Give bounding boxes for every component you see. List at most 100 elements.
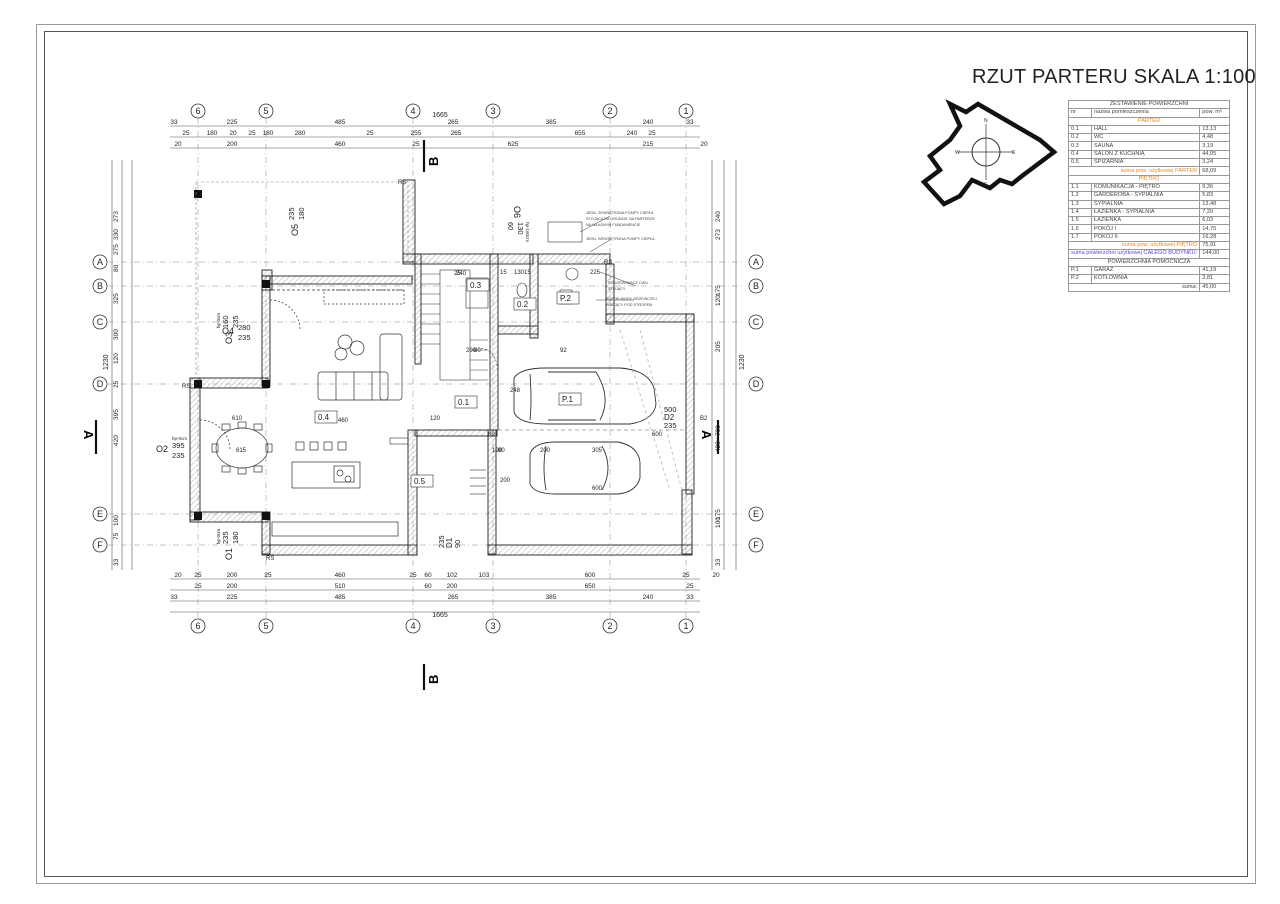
wall: [605, 313, 695, 323]
bottom-dim-1: 20: [712, 572, 720, 579]
top-dim-2: 655: [575, 130, 586, 137]
section-b-bottom: B: [426, 675, 441, 684]
window-label: O4: [222, 326, 234, 336]
bottom-dim-1: 200: [227, 572, 238, 579]
dimension-value: 305: [592, 448, 603, 454]
window-width: 160: [221, 315, 230, 328]
schedule-cell: 13,13: [1199, 124, 1230, 135]
axis-bubble: [485, 618, 501, 634]
schedule-cell: ŁAZIENKA: [1090, 216, 1201, 226]
bottom-dim-2: 200: [227, 583, 238, 590]
schedule-cell: 1.4: [1068, 207, 1092, 218]
axis-label: 2: [607, 106, 612, 116]
schedule-cell: 3,24: [1199, 158, 1230, 168]
dimension-value: B2: [700, 416, 708, 422]
top-dim-1: 33: [686, 119, 694, 126]
axis-bubble: [602, 103, 618, 119]
schedule-cell: SYPIALNIA: [1090, 199, 1201, 209]
schedule-cell: 13,48: [1199, 199, 1230, 209]
bottom-dim-1: 102: [447, 572, 458, 579]
schedule-row: POWIERZCHNIA POMOCNICZA: [1068, 257, 1230, 267]
left-dim: 33: [113, 558, 120, 566]
top-dim-2: 25: [648, 130, 656, 137]
schedule-total: 144,00: [1199, 249, 1230, 259]
window-width: 235: [221, 531, 230, 544]
right-dim: 205: [715, 341, 722, 352]
door-height: 90: [453, 540, 462, 548]
dimension-value: 80: [488, 432, 495, 438]
bottom-dim-1: 103: [479, 572, 490, 579]
axis-bubble: [405, 618, 421, 634]
section-a-right: A: [699, 430, 714, 440]
kitchen-counter-icon: [271, 521, 399, 537]
left-dim: 75: [113, 532, 120, 540]
wall: [407, 429, 418, 556]
bottom-dim-1: 25: [264, 572, 272, 579]
schedule-cell: 0.3: [1068, 141, 1092, 151]
window-label: O5: [290, 224, 300, 236]
building-outline-icon: [920, 99, 1058, 207]
axis-label: 5: [263, 621, 268, 631]
bottom-dim-3: 225: [227, 594, 238, 601]
top-dim-1: 33: [170, 119, 178, 126]
axis-label: D: [97, 379, 104, 389]
schedule-header-nr: nr: [1068, 108, 1092, 118]
axis-bubble: [92, 314, 108, 330]
window-height: 180: [297, 207, 306, 220]
dimension-value: RS: [266, 556, 274, 562]
wall: [497, 325, 539, 335]
axis-bubble: [405, 103, 421, 119]
room-label-0.2: 0.2: [517, 300, 529, 309]
dimension-value: 120: [430, 416, 441, 422]
top-dim-2: 20: [229, 130, 237, 137]
bottom-dim-3: 240: [643, 594, 654, 601]
dimension-value: 200: [540, 448, 551, 454]
top-dim-1: 385: [546, 119, 557, 126]
axis-label: 3: [490, 621, 495, 631]
bottom-dim-1: 600: [585, 572, 596, 579]
dimension-value: 615: [236, 448, 247, 454]
axis-bubble: [92, 537, 108, 553]
bottom-dim-2: 200: [447, 583, 458, 590]
bottom-dim-1: 25: [682, 572, 690, 579]
room-label-0.4: 0.4: [318, 413, 330, 422]
left-dim: 330: [113, 229, 120, 240]
schedule-row: PIĘTRO: [1068, 174, 1230, 184]
bottom-dim-1: 460: [335, 572, 346, 579]
schedule-cell: 1.5: [1068, 216, 1092, 226]
overall-dimension-right: 1230: [739, 354, 746, 370]
right-dim: 240: [715, 211, 722, 222]
wall: [685, 313, 695, 495]
axis-grid: [108, 118, 744, 618]
schedule-cell: 0.5: [1068, 158, 1092, 168]
window-width: 280: [238, 323, 251, 332]
car-small-icon: [529, 441, 641, 495]
axis-label: F: [97, 540, 103, 550]
axis-label: D: [753, 379, 760, 389]
schedule-aux-sum-label: suma:: [1067, 282, 1201, 292]
room-tag: [314, 410, 338, 424]
axis-bubble: [92, 506, 108, 522]
sheet-title: RZUT PARTERU SKALA 1:100: [972, 66, 1256, 88]
wall: [402, 253, 534, 265]
room-tag: [454, 395, 478, 409]
door-label: D1: [445, 537, 454, 548]
top-dim-3: 625: [508, 141, 519, 148]
wall: [489, 253, 499, 431]
dimension-value: RS: [182, 384, 190, 390]
wall: [537, 253, 611, 265]
axis-label: A: [753, 257, 759, 267]
